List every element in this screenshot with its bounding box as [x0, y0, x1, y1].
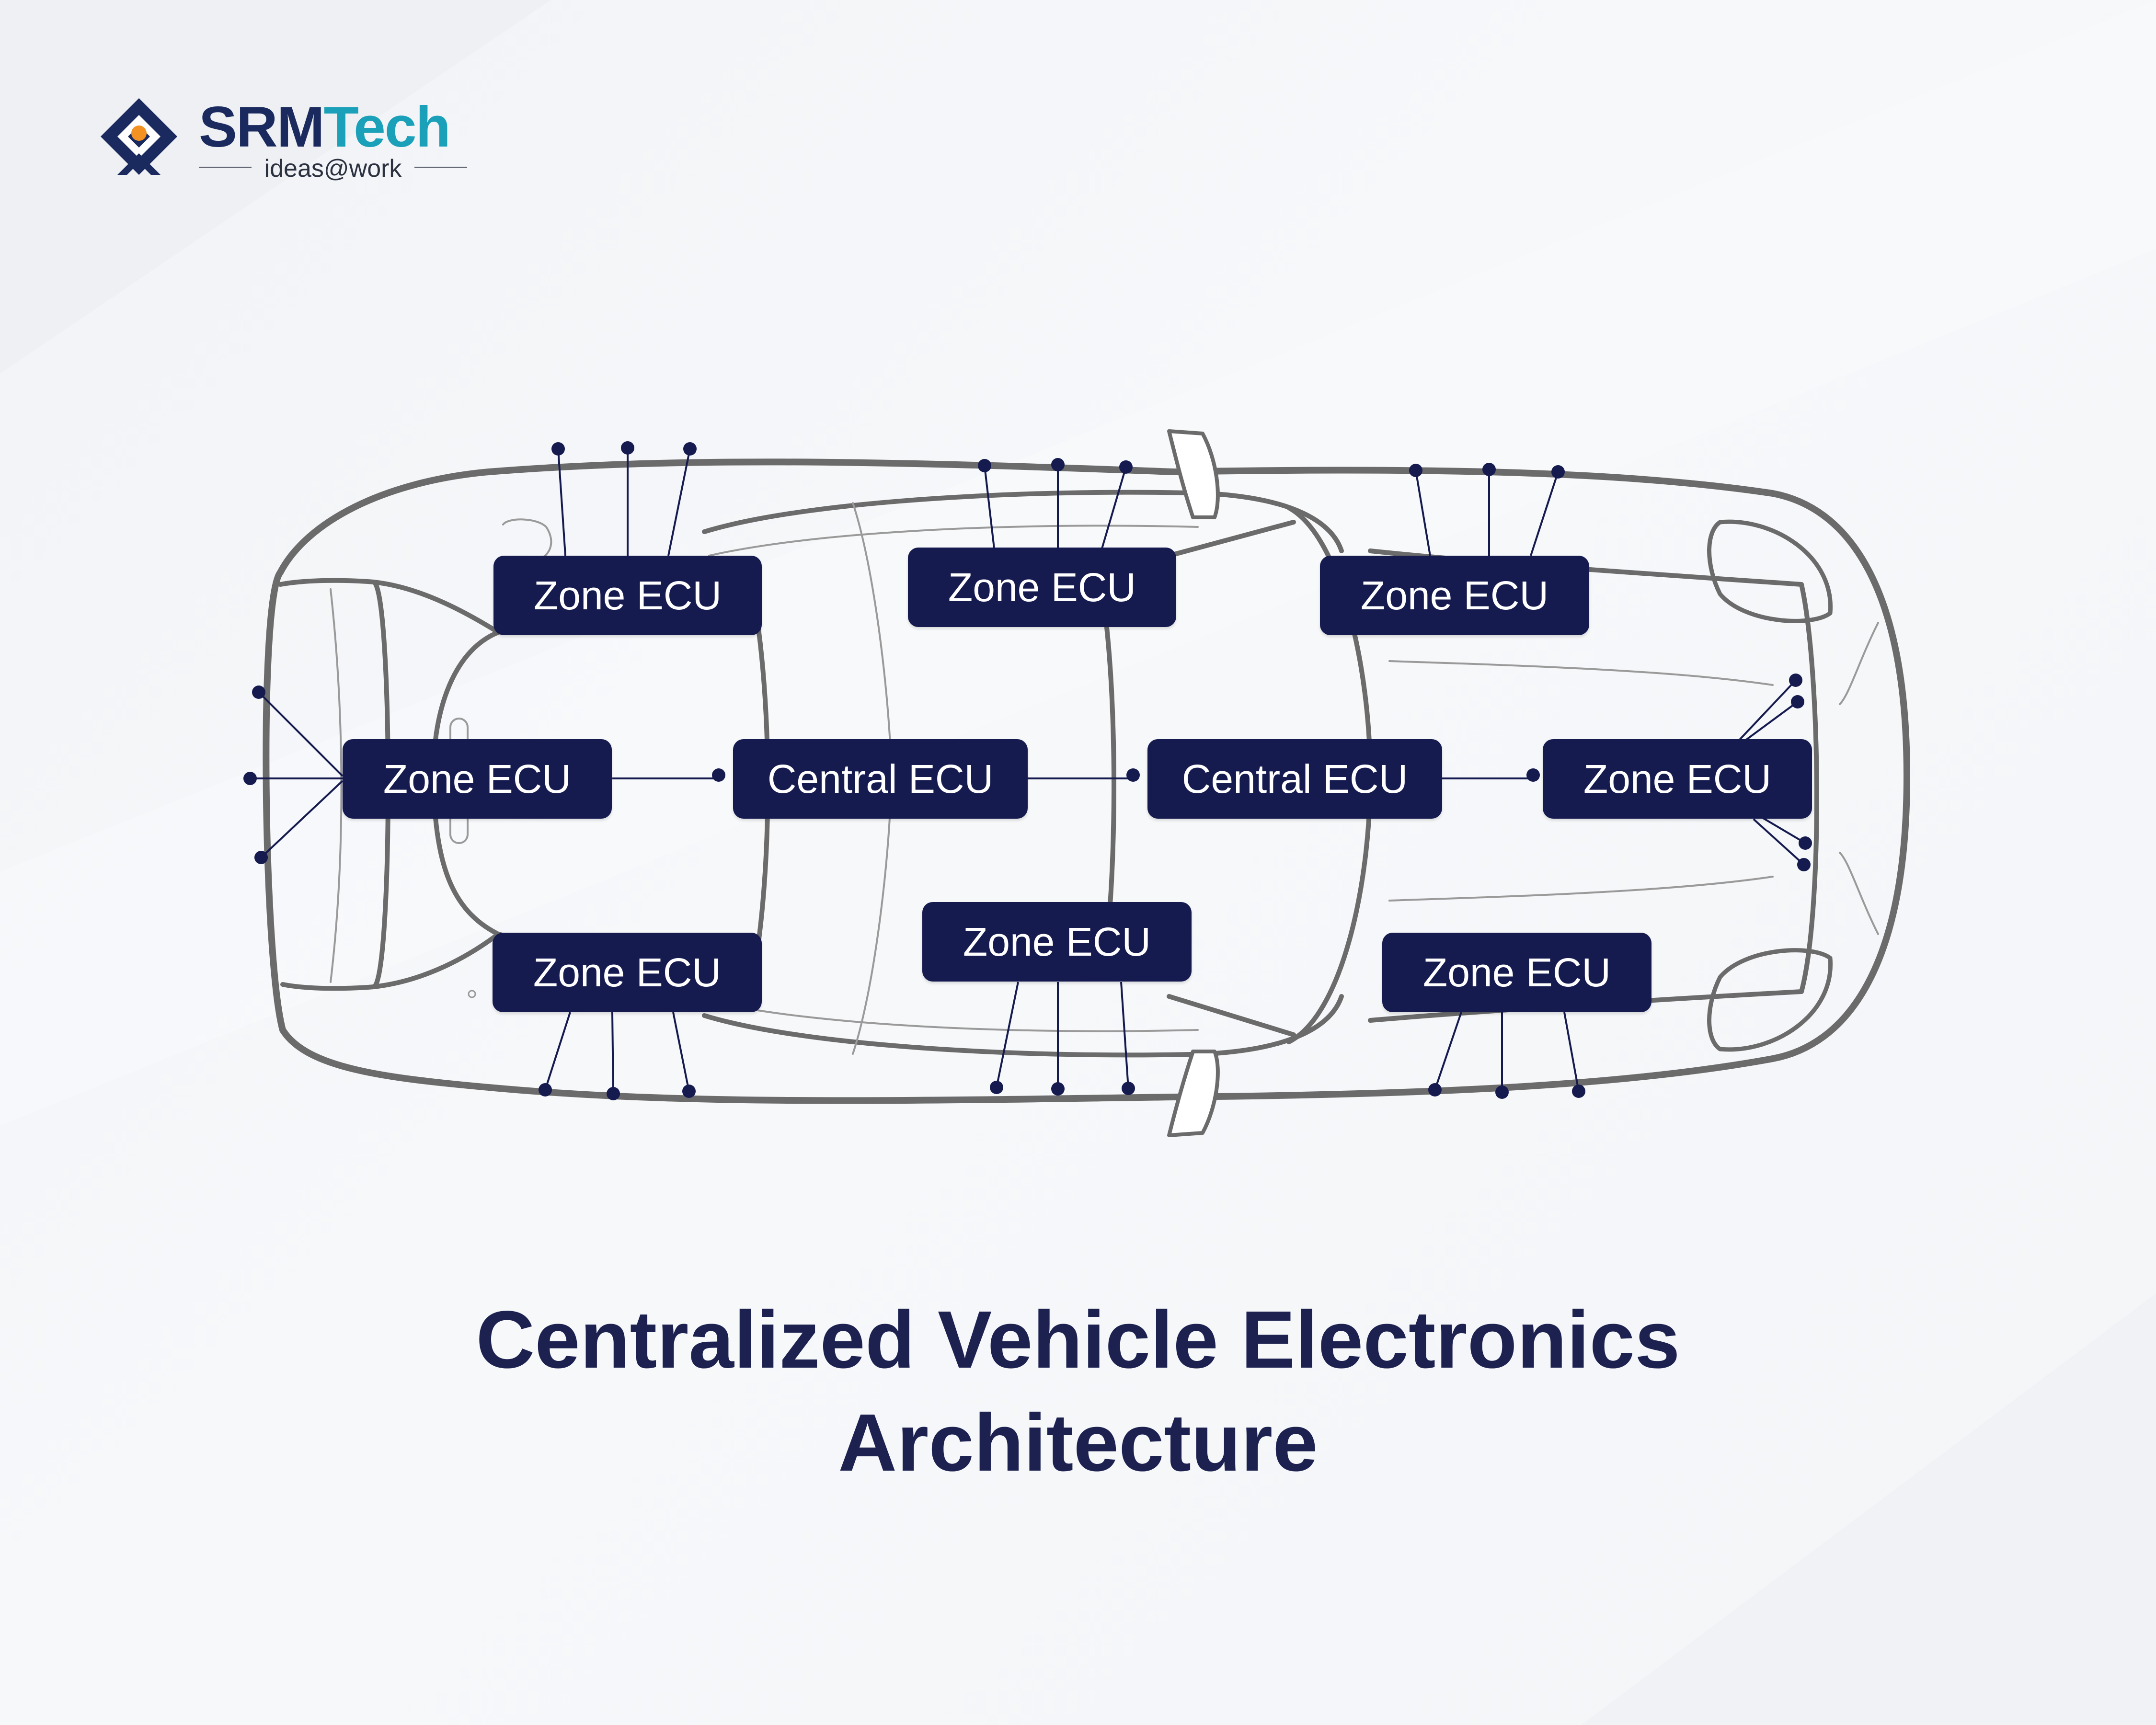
link-node: [1126, 768, 1140, 782]
sensor-node: [607, 1087, 620, 1100]
sensor-node: [539, 1083, 552, 1097]
sensor-node: [551, 442, 565, 456]
link-node: [1526, 768, 1540, 782]
title-line-2: Architecture: [838, 1397, 1318, 1488]
sensor-node: [1051, 1082, 1065, 1096]
zone-ecu-top-right: Zone ECU: [1320, 556, 1589, 635]
sensor-node: [682, 1085, 696, 1098]
title-line-1: Centralized Vehicle Electronics: [476, 1294, 1680, 1385]
logo-tagline: ideas@work: [264, 155, 402, 183]
sensor-node: [252, 685, 265, 699]
sensor-node: [1428, 1083, 1442, 1097]
sensor-node: [1495, 1085, 1509, 1099]
sensor-node: [254, 851, 268, 864]
zone-ecu-bottom-left: Zone ECU: [493, 933, 762, 1012]
zone-ecu-front-left: Zone ECU: [493, 556, 762, 635]
zone-ecu-bottom-right: Zone ECU: [1382, 933, 1651, 1012]
zone-ecu-right: Zone ECU: [1543, 739, 1812, 819]
sensor-node: [1797, 858, 1811, 871]
sensor-node: [990, 1081, 1003, 1094]
sensor-node: [1119, 460, 1133, 474]
sensor-node: [621, 441, 634, 455]
sensor-node: [1791, 695, 1804, 708]
logo-mark-icon: [101, 98, 177, 175]
car-body-outline: [263, 458, 1910, 1104]
page-title: Centralized Vehicle Electronics Architec…: [0, 1289, 2156, 1495]
logo-wordmark: SRMTech: [199, 95, 451, 159]
tagline-rule-right: [414, 167, 467, 168]
zone-ecu-left: Zone ECU: [343, 739, 612, 819]
logo-srm: SRM: [199, 95, 325, 159]
zone-ecu-bottom-middle: Zone ECU: [922, 902, 1192, 982]
zone-ecu-top-middle: Zone ECU: [908, 548, 1176, 627]
logo-tagline-wrap: ideas@work: [199, 152, 467, 183]
sensor-node: [243, 772, 257, 785]
sensor-node: [1051, 458, 1065, 471]
sensor-node: [683, 442, 697, 456]
sensor-node: [1482, 463, 1496, 476]
link-node: [712, 768, 725, 782]
central-ecu-1: Central ECU: [733, 739, 1028, 819]
srmtech-logo: SRMTech ideas@work: [98, 95, 472, 183]
sensor-node: [1789, 674, 1802, 687]
sensor-node: [1122, 1082, 1135, 1095]
sensor-node: [978, 459, 991, 472]
central-ecu-2: Central ECU: [1147, 739, 1442, 819]
sensor-node: [1572, 1085, 1585, 1098]
sensor-node: [1799, 836, 1812, 850]
sensor-node: [1409, 464, 1422, 477]
tagline-rule-left: [199, 167, 252, 168]
sensor-node: [1551, 465, 1565, 479]
logo-tech: Tech: [323, 95, 451, 159]
